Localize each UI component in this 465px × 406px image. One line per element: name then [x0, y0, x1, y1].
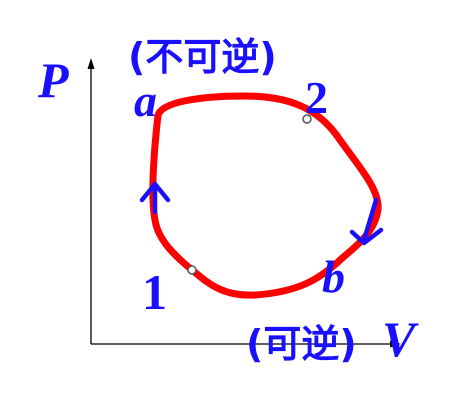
point-a-label: a	[134, 75, 157, 126]
point-2-label: 2	[305, 72, 328, 123]
cycle-path	[149, 92, 382, 299]
marker-point-1	[187, 265, 197, 275]
point-b-label: b	[322, 251, 345, 302]
point-1-label: 1	[142, 264, 167, 320]
v-axis-label: V	[382, 311, 419, 367]
marker-point-2	[302, 114, 312, 124]
reversible-path-label: (可逆)	[246, 322, 357, 366]
axes	[87, 58, 401, 348]
upward-arrow-icon	[139, 181, 171, 215]
irreversible-path-label: (不可逆)	[128, 35, 277, 79]
direction-arrows	[139, 181, 384, 246]
p-axis-label: P	[37, 52, 69, 108]
p-axis-arrowhead	[87, 58, 95, 69]
v-axis-arrowhead	[390, 340, 401, 348]
downward-arrow-icon	[349, 197, 384, 246]
